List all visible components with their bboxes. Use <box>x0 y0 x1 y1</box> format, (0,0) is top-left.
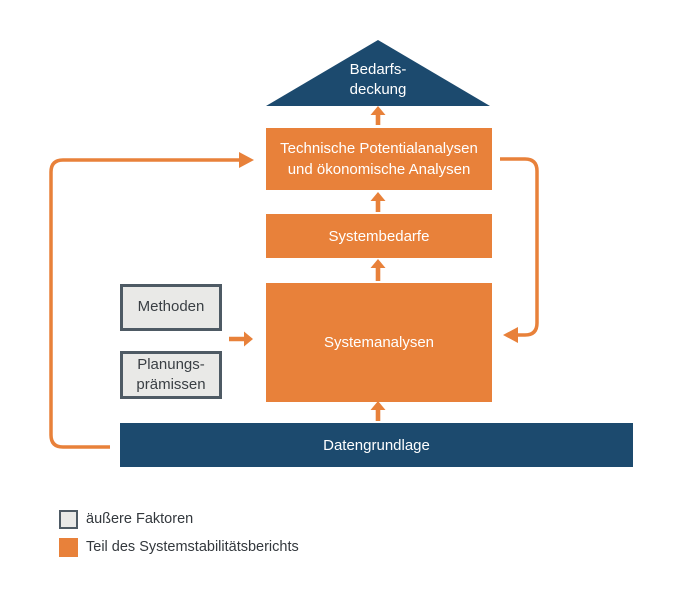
legend-swatch-aeussere-faktoren <box>59 510 78 529</box>
box-systembedarfe: Systembedarfe <box>266 214 492 258</box>
loop-left-arrowhead-icon <box>239 152 254 168</box>
box-methoden: Methoden <box>120 284 222 331</box>
box-technische-potentialanalysen: Technische Potentialanalysen und ökonomi… <box>266 128 492 190</box>
loop-right-arrowhead-icon <box>503 327 518 343</box>
box-systemanalysen: Systemanalysen <box>266 283 492 402</box>
arrow-up-tech-to-roof-icon <box>370 106 386 125</box>
loop-left-datengrundlage-to-tech-line <box>49 158 240 449</box>
roof-label-line1: Bedarfs- <box>349 60 407 78</box>
box-methoden-label: Methoden <box>137 298 205 316</box>
legend-swatch-systemstabilitaetsbericht <box>59 538 78 557</box>
bar-datengrundlage: Datengrundlage <box>120 423 633 467</box>
legend-label-aeussere-faktoren: äußere Faktoren <box>86 511 194 527</box>
roof-label-line2: deckung <box>349 80 407 98</box>
box-planungspraemissen-line1: Planungs- <box>137 355 205 373</box>
legend-label-systemstabilitaetsbericht: Teil des Systemstabilitätsberichts <box>86 539 299 555</box>
box-systemanalysen-label: Systemanalysen <box>323 334 435 351</box>
arrow-up-systembedarfe-to-tech-icon <box>370 192 386 212</box>
arrow-right-faktoren-to-systemanalysen-icon <box>229 331 253 347</box>
box-technische-line2: und ökonomische Analysen <box>287 161 471 178</box>
box-technische-line1: Technische Potentialanalysen <box>280 140 478 157</box>
loop-right-tech-to-systemanalysen-line <box>500 157 539 337</box>
box-planungspraemissen: Planungs- prämissen <box>120 351 222 399</box>
arrow-up-systemanalysen-to-systembedarfe-icon <box>370 259 386 281</box>
box-systembedarfe-label: Systembedarfe <box>328 227 430 245</box>
box-planungspraemissen-line2: prämissen <box>136 376 206 393</box>
bar-datengrundlage-label: Datengrundlage <box>323 436 430 454</box>
arrow-up-datengrundlage-to-systemanalysen-icon <box>370 401 386 421</box>
